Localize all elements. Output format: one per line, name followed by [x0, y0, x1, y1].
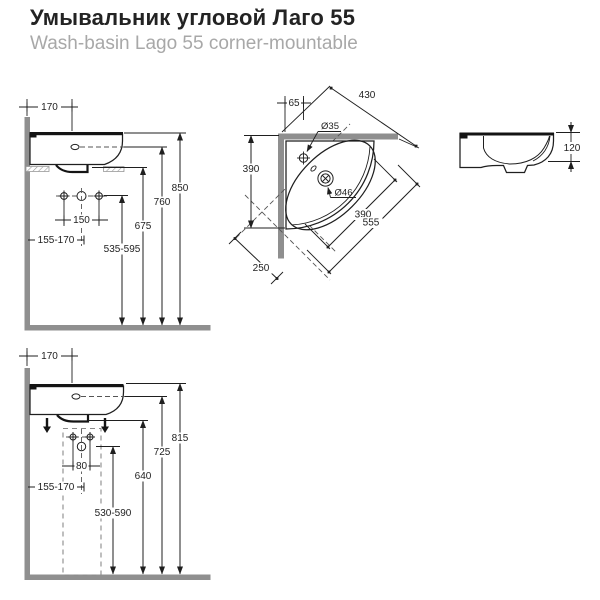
- drain-trap: [56, 414, 90, 423]
- dim-edge-width-label: 430: [359, 90, 376, 101]
- overflow-hole: [70, 143, 80, 151]
- side-view-pedestal: 170 80 155-170 530-590: [19, 348, 211, 580]
- dim-overflow-height: 725: [150, 396, 174, 575]
- dim-trap-height: 535-595: [100, 195, 144, 326]
- wall-section: [24, 368, 30, 580]
- dim-trap-height: 530-590: [91, 446, 135, 575]
- tap-hole-icon: [297, 151, 310, 165]
- side-view-wall-mount: 170 150 155-170 535-595: [19, 99, 211, 331]
- dim-overflow-height: 760: [150, 146, 174, 326]
- dim-trap-height-label: 535-595: [104, 244, 141, 255]
- callout-drain-hole-label: Ø46: [335, 188, 353, 199]
- basin-rim-top: [29, 384, 124, 388]
- dim-shelf-depth: 170: [19, 99, 78, 131]
- callout-tap-hole: Ø35: [306, 121, 341, 152]
- basin-front-rim: [459, 132, 554, 136]
- front-view: 120: [459, 122, 583, 174]
- wall-section: [24, 117, 30, 330]
- header: Умывальник угловой Лаго 55 Wash-basin La…: [30, 5, 570, 55]
- dim-shelf-depth-label: 170: [41, 351, 58, 362]
- semi-pedestal-outline: [62, 427, 102, 576]
- top-view: 65 390 430 390: [228, 85, 421, 285]
- dim-bowl-width-label: 390: [355, 210, 372, 221]
- bowl-inner-curve: [483, 135, 550, 165]
- dim-trap-height-label: 530-590: [95, 508, 132, 519]
- basin-rim-inner: [291, 146, 371, 226]
- basin-profile: [29, 385, 125, 416]
- dim-hole-spacing: 80: [62, 441, 100, 472]
- dim-bowl-depth-label: 120: [564, 143, 581, 154]
- bowl-outline: [285, 139, 376, 231]
- dim-hole-spacing-label: 80: [76, 461, 88, 472]
- mounting-pad-right: [103, 166, 125, 172]
- dim-wall-offset: 155-170: [28, 481, 85, 493]
- wall-left-section: [278, 133, 284, 259]
- basin-rim-top: [29, 132, 123, 136]
- page-title: Умывальник угловой Лаго 55: [30, 5, 356, 30]
- dim-diagonal-depth-label: 555: [363, 218, 380, 229]
- mount-hole-icon: [56, 190, 107, 202]
- dim-wall-offset-label: 155-170: [38, 235, 75, 246]
- mount-hole-icon: [66, 432, 97, 442]
- drain-hole-icon: [317, 170, 334, 187]
- dim-overall-height-label: 815: [172, 433, 189, 444]
- dim-corner-offset: 250: [228, 231, 284, 285]
- dim-underside-height-label: 675: [135, 221, 152, 232]
- dim-shelf-depth: 170: [19, 348, 78, 383]
- dim-overflow-height-label: 760: [154, 197, 171, 208]
- dim-underside-height-label: 640: [135, 471, 152, 482]
- dim-hole-spacing-label: 150: [73, 215, 90, 226]
- dim-corner-offset-label: 250: [253, 263, 270, 274]
- dim-overflow-height-label: 725: [154, 447, 171, 458]
- dim-overall-height: 850: [124, 132, 192, 326]
- dim-overall-height-label: 850: [172, 183, 189, 194]
- dim-bowl-depth: 120: [548, 122, 583, 172]
- dim-side-depth-label: 390: [243, 164, 260, 175]
- dim-overall-height: 815: [126, 383, 192, 575]
- basin-front-outline: [459, 132, 555, 174]
- overflow-slot: [310, 165, 317, 172]
- overflow-hole: [71, 393, 81, 400]
- section-corner-mark: [29, 132, 37, 138]
- down-arrow-icon: [43, 418, 51, 433]
- floor-section: [24, 325, 211, 331]
- dim-underside-height: 675: [131, 167, 155, 326]
- dim-underside-height: 640: [131, 420, 155, 575]
- wall-top-section: [278, 133, 398, 140]
- bowl-outer-curve: [532, 135, 551, 162]
- page-subtitle: Wash-basin Lago 55 corner-mountable: [30, 33, 358, 54]
- dim-shelf-depth-label: 170: [41, 102, 58, 113]
- dim-bowl-width: 390: [304, 158, 398, 250]
- section-corner-mark: [459, 132, 468, 139]
- dim-hole-spacing: 150: [55, 201, 108, 226]
- mounting-pad-left: [25, 166, 50, 172]
- dim-diagonal-depth: 555: [306, 164, 421, 275]
- drain-trap: [55, 164, 89, 174]
- dim-wall-offset: 155-170: [28, 234, 85, 246]
- dim-tap-offset: 65: [277, 96, 311, 132]
- floor-section: [24, 574, 211, 580]
- down-arrow-icon: [101, 418, 109, 433]
- dim-edge-width: 430: [281, 85, 420, 149]
- callout-tap-hole-label: Ø35: [321, 121, 339, 132]
- callout-drain-hole: Ø46: [327, 187, 356, 199]
- dim-side-depth: 390: [239, 135, 285, 229]
- dim-tap-offset-label: 65: [288, 98, 300, 109]
- section-corner-mark: [29, 384, 37, 390]
- dim-wall-offset-label: 155-170: [38, 482, 75, 493]
